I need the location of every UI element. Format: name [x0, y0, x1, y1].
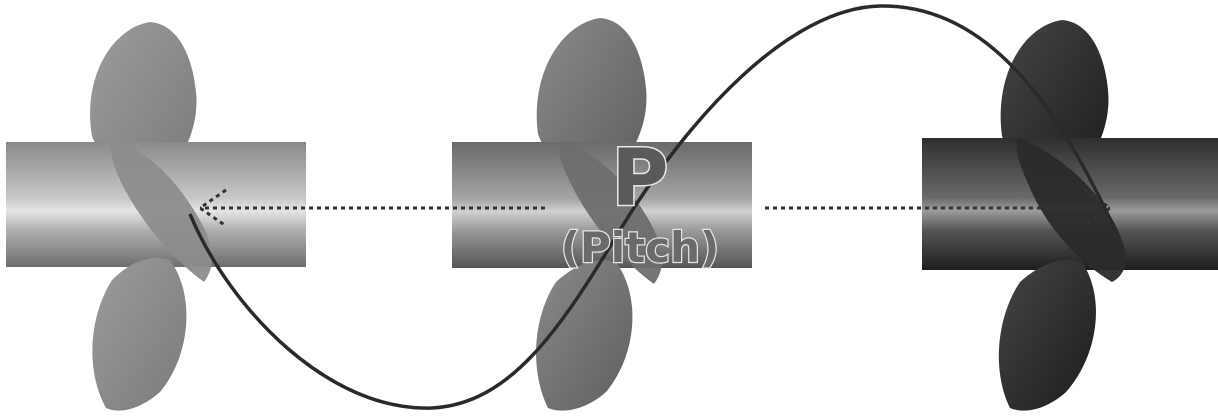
- pitch-symbol: P: [611, 134, 668, 224]
- pitch-word-label: (Pitch): [561, 223, 719, 272]
- propeller-left-lower-blade: [92, 258, 186, 411]
- propeller-right-lower-blade: [999, 260, 1096, 411]
- propeller-middle: [452, 18, 752, 411]
- propeller-right: [922, 20, 1218, 411]
- propeller-left: [6, 22, 306, 411]
